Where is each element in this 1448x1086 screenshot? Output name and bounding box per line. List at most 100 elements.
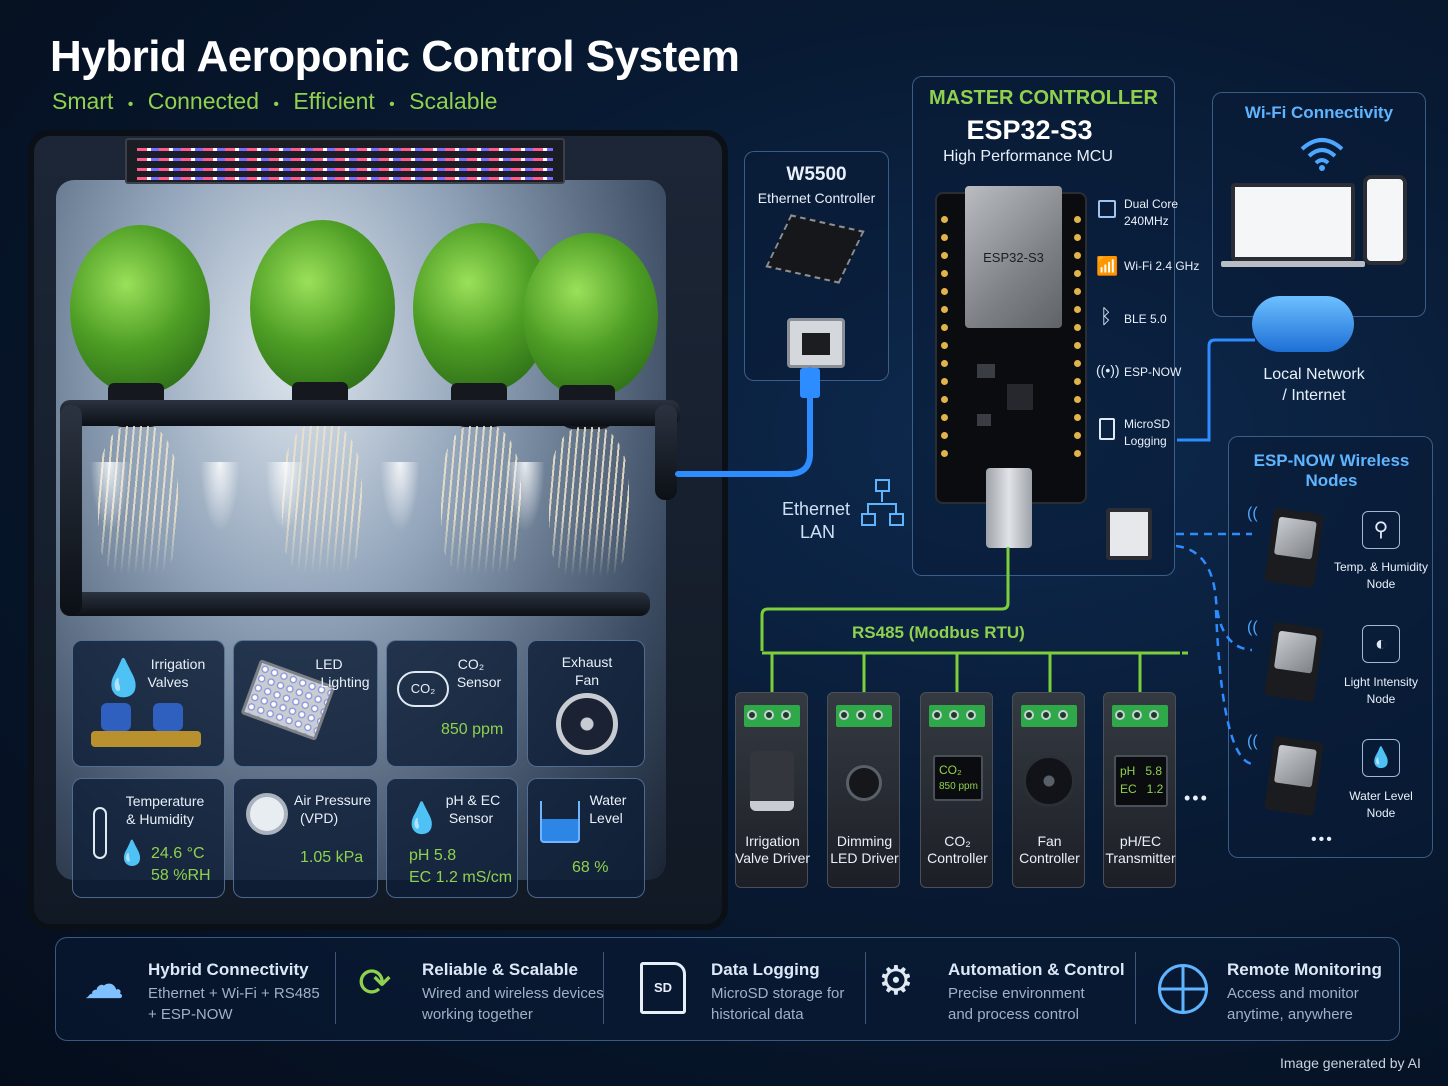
node-label: Node (1366, 577, 1396, 591)
divider (335, 952, 336, 1024)
plant (240, 210, 395, 574)
node-label: Node (1366, 806, 1396, 820)
controller-name: ESP32-S3 (966, 115, 1093, 145)
node-label: Node (1366, 692, 1396, 706)
cloud-icon (1252, 296, 1354, 352)
smartphone-icon (1363, 175, 1407, 265)
w5500-subtitle: Ethernet Controller (757, 190, 876, 206)
gauge-icon (246, 793, 288, 835)
feature-clock: 240MHz (1124, 214, 1169, 228)
divider (865, 952, 866, 1024)
node-label-water-level: Water Level (1349, 789, 1413, 803)
co2-display-label: CO₂ (939, 763, 962, 777)
espnow-title: ESP-NOW Wireless Nodes (1253, 451, 1410, 490)
solenoid-valve-icon (91, 703, 201, 755)
fan-icon (556, 693, 618, 755)
sensor-label: Lighting (320, 674, 370, 690)
lan-label: LAN (800, 522, 836, 542)
espnow-wireless-links (1175, 532, 1253, 766)
ec-display: EC 1.2 (1120, 782, 1164, 796)
feature-desc: + ESP-NOW (148, 1006, 233, 1023)
sensor-card-exhaust-fan: Exhaust Fan (527, 640, 645, 767)
cycle-icon: ⟳ (358, 961, 392, 1005)
broadcast-icon: ((•)) (1096, 362, 1120, 378)
divider (1135, 952, 1136, 1024)
sensor-label: Temperature (125, 793, 205, 809)
driver-label: Controller (1019, 850, 1080, 866)
esp-node-module (1264, 735, 1324, 817)
driver-label: Transmitter (1105, 850, 1176, 866)
rs485-bus-lines (760, 547, 1190, 695)
internet-label: / Internet (1282, 387, 1346, 404)
mist-spray (380, 462, 420, 532)
subtitle-separator: • (273, 96, 279, 113)
solenoid-valve-icon (750, 751, 794, 811)
wifi-icon: 📶 (1096, 256, 1119, 276)
sensor-label: Water (589, 792, 627, 808)
mist-spray (265, 462, 305, 532)
feature-desc: and process control (948, 1006, 1079, 1023)
module-label: ESP32-S3 (983, 250, 1044, 265)
subtitle-scalable: Scalable (409, 88, 498, 114)
esp-node-module (1264, 621, 1324, 703)
rj45-port-icon[interactable] (787, 318, 845, 368)
sensor-label: CO₂ (457, 656, 485, 672)
ec-value: EC 1.2 mS/cm (409, 869, 513, 886)
ph-drop-icon: 💧 (403, 802, 441, 835)
esp32-s3-module: ESP32-S3 (965, 186, 1062, 328)
subtitle-efficient: Efficient (293, 88, 375, 114)
water-drop-icon: 💧 (101, 657, 146, 698)
sensor-label: Sensor (456, 674, 502, 690)
network-cloud-icon: ☁ (84, 963, 124, 1007)
sensor-card-co2: CO₂ CO₂ Sensor 850 ppm (386, 640, 518, 767)
signal-icon: (( (1247, 619, 1258, 636)
temperature-value: 24.6 °C (151, 845, 205, 862)
esp-node-module (1264, 507, 1324, 589)
sensor-card-irrigation-valves: 💧 Irrigation Valves (72, 640, 225, 767)
ph-ec-display: pH 5.8 EC 1.2 (1114, 755, 1168, 807)
wifi-title: Wi-Fi Connectivity (1244, 103, 1394, 122)
sensor-label: Air Pressure (294, 792, 372, 808)
sensor-label: LED (315, 656, 343, 672)
rs485-label: RS485 (Modbus RTU) (852, 623, 1025, 642)
sd-card-icon: SD (640, 962, 686, 1014)
controller-cloud-link (1177, 338, 1255, 442)
mist-spray (505, 462, 545, 532)
feature-ble: BLE 5.0 (1124, 312, 1167, 326)
node-label-temp-humidity: Temp. & Humidity (1333, 560, 1429, 574)
antenna-icon: ⚲ (1362, 511, 1400, 549)
plant (60, 215, 210, 575)
sensor-label: Level (589, 810, 623, 826)
humidity-drop-icon: 💧 (117, 840, 147, 867)
sensor-label: Fan (574, 672, 600, 688)
sensor-card-ph-ec: 💧 pH & EC Sensor pH 5.8 EC 1.2 mS/cm (386, 778, 518, 898)
subtitle-separator: • (389, 96, 395, 113)
bus-more: ••• (1184, 788, 1209, 808)
usb-connector[interactable] (986, 468, 1032, 548)
dimmer-knob-icon (846, 765, 882, 801)
globe-icon (1158, 964, 1208, 1014)
sensor-card-water-level: Water Level 68 % (527, 778, 645, 898)
divider (603, 952, 604, 1024)
feature-title: Remote Monitoring (1227, 960, 1382, 979)
sensor-label: (VPD) (300, 810, 339, 826)
ph-value: pH 5.8 (409, 847, 457, 864)
laptop-base (1221, 261, 1365, 267)
feature-desc: working together (422, 1006, 533, 1023)
aeroponic-pipe (60, 400, 680, 426)
irrigation-valve-driver: Irrigation Valve Driver (735, 692, 810, 888)
co2-cloud-icon: CO₂ (397, 671, 449, 707)
fan-icon (1023, 755, 1075, 807)
w5500-title: W5500 (786, 164, 847, 185)
feature-title: Reliable & Scalable (422, 960, 578, 979)
sensor-label: Sensor (448, 810, 494, 826)
sensor-label: Valves (147, 674, 189, 690)
ph-display: pH 5.8 (1120, 764, 1163, 778)
water-level-icon: 💧 (1362, 739, 1400, 777)
mist-spray (90, 462, 130, 532)
feature-title: Data Logging (711, 960, 820, 979)
co2-display: CO₂ 850 ppm (933, 755, 983, 801)
network-label: Local Network (1263, 366, 1365, 383)
feature-desc: Precise environment (948, 985, 1085, 1002)
driver-label: pH/EC (1119, 833, 1162, 849)
